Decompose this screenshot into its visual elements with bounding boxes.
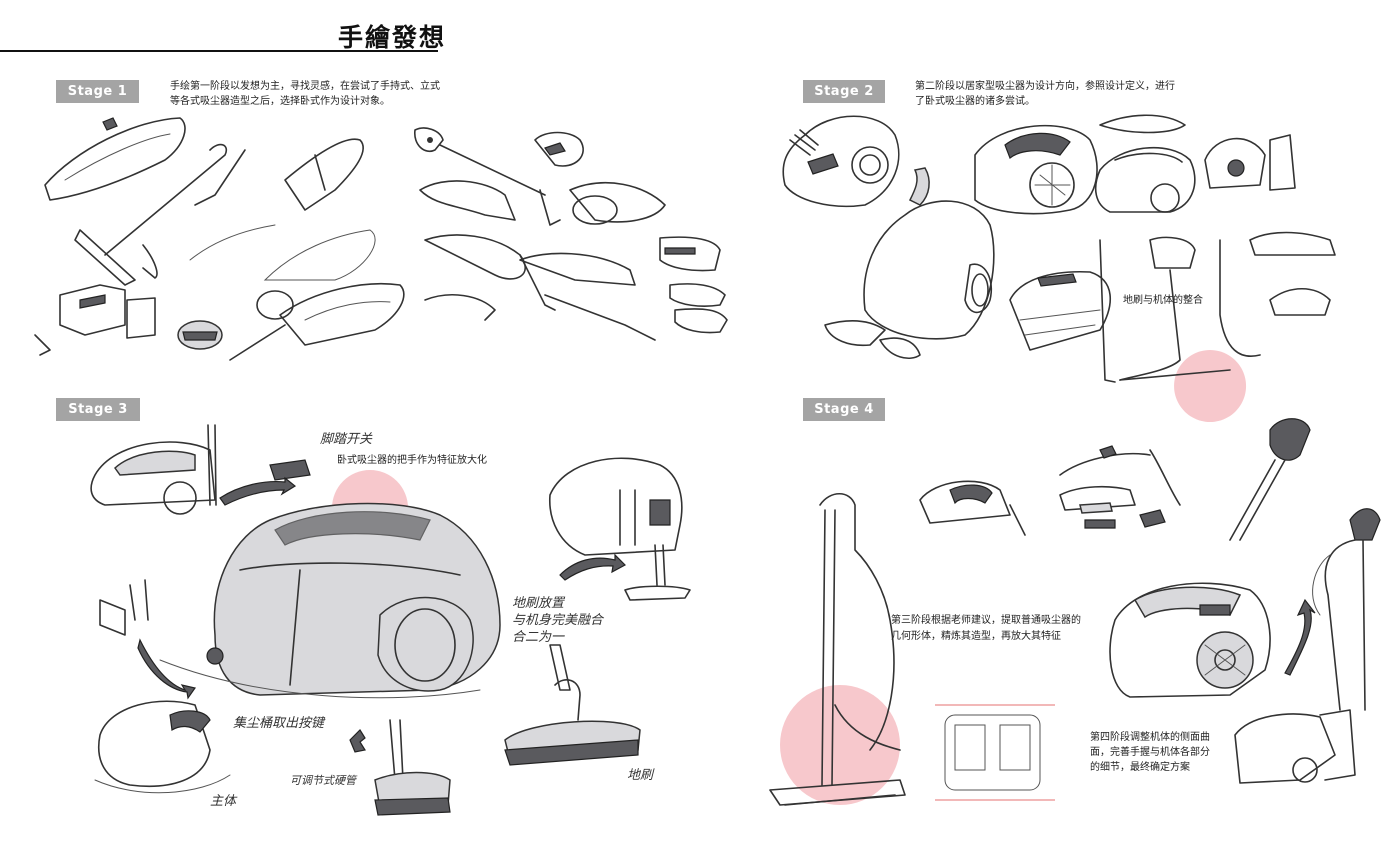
annotation-brush-storage: 地刷放置 与机身完美融合 合二为一	[512, 595, 603, 646]
sketch-stick-vacuum	[74, 143, 246, 286]
annotation-floor-brush-integration: 地刷与机体的整合	[1123, 295, 1203, 306]
arrow-stage-4	[1284, 598, 1316, 676]
sketch-tall-upright-frame	[769, 492, 906, 806]
annotation-cord-button: 集尘桶取出按键	[233, 716, 325, 731]
annotation-handle-feature: 卧式吸尘器的把手作为特征放大化	[337, 455, 487, 466]
sketch-handle-parts	[1059, 445, 1181, 529]
sketch-main-canister	[159, 502, 501, 699]
arrow-stage-3-b	[559, 553, 626, 581]
stage-1-label: Stage 1	[56, 80, 139, 103]
stage-3-sketches	[90, 424, 691, 816]
sketch-handheld-nozzle	[284, 138, 364, 211]
stage-2-sketches	[782, 114, 1336, 422]
stage-1-description-line: 手绘第一阶段以发想为主，寻找灵感，在尝试了手持式、立式	[170, 81, 440, 92]
sketch-compact-vacuum	[974, 124, 1098, 215]
annotation-teacher-advice-line: 几何形体，精炼其造型，再放大其特征	[891, 631, 1061, 642]
sketch-car-like-vacuum	[1094, 114, 1196, 213]
stage-2-label: Stage 2	[803, 80, 885, 103]
stage-4-label: Stage 4	[803, 398, 885, 421]
stage-4-sketches	[769, 418, 1381, 806]
stage-2-description-line: 了卧式吸尘器的诸多尝试。	[915, 96, 1035, 107]
stage-1-description-line: 等各式吸尘器造型之后，选择卧式作为设计对象。	[170, 96, 390, 107]
page-title: 手繪發想	[338, 23, 447, 52]
annotation-teacher-advice: 第三阶段根据老师建议，提取普通吸尘器的 几何形体，精炼其造型，再放大其特征	[891, 613, 1081, 645]
title-rule	[0, 50, 438, 52]
annotation-final-scheme-line: 的细节，最终确定方案	[1090, 762, 1190, 773]
highlight-circle-stage-2	[1174, 350, 1247, 422]
stage-1-sketches	[34, 117, 728, 361]
sketch-final-upright	[1234, 508, 1381, 784]
sketch-pedal-switch	[269, 459, 311, 481]
sketch-technical-drawing	[935, 704, 1055, 801]
sketch-round-body-vacuum	[782, 115, 900, 208]
arrow-stage-3-a	[219, 476, 297, 506]
stage-1-description: 手绘第一阶段以发想为主，寻找灵感，在尝试了手持式、立式 等各式吸尘器造型之后，选…	[170, 79, 470, 109]
sketch-small-forms	[1204, 134, 1336, 316]
sketch-nozzle-set	[419, 180, 728, 341]
sketch-brush-head	[349, 719, 451, 816]
annotation-pedal-switch: 脚踏开关	[320, 432, 373, 447]
sketch-round-part	[177, 290, 294, 350]
annotation-main-body: 主体	[210, 794, 237, 809]
stage-2-description-line: 第二阶段以居家型吸尘器为设计方向，参照设计定义，进行	[915, 81, 1175, 92]
sketch-upright-handle	[414, 127, 584, 226]
annotation-final-scheme: 第四阶段调整机体的侧面曲 面，完善手握与机体各部分 的细节，最终确定方案	[1090, 730, 1210, 775]
stage-2-description: 第二阶段以居家型吸尘器为设计方向，参照设计定义，进行 了卧式吸尘器的诸多尝试。	[915, 79, 1215, 109]
annotation-teacher-advice-line: 第三阶段根据老师建议，提取普通吸尘器的	[891, 615, 1081, 626]
annotation-adjustable-tube: 可调节式硬管	[290, 774, 356, 787]
sketch-body-lid	[94, 700, 231, 794]
sketch-integrated-floor-brush	[1009, 236, 1261, 383]
sketch-floor-brush-tube	[504, 644, 641, 766]
annotation-brush-storage-line: 合二为一	[512, 630, 565, 645]
sketch-final-canister	[1109, 582, 1271, 698]
sketch-box-vacuum	[34, 284, 156, 356]
highlight-circle-stage-4	[780, 685, 900, 805]
sketch-large-canister	[824, 167, 995, 359]
sketch-long-handle	[1229, 418, 1311, 541]
sketch-handheld-large	[229, 282, 405, 361]
sketch-handle-top	[919, 480, 1026, 536]
annotation-final-scheme-line: 面，完善手握与机体各部分	[1090, 747, 1210, 758]
annotation-floor-brush: 地刷	[627, 768, 654, 783]
sketch-upright-dock	[549, 457, 691, 601]
sketch-side-vacuum-small	[90, 424, 217, 515]
stage-3-label: Stage 3	[56, 398, 140, 421]
sketch-handheld-vacuum	[44, 117, 186, 201]
annotation-brush-storage-line: 地刷放置	[512, 596, 565, 611]
sketch-floor-brush-side	[99, 579, 149, 636]
annotation-final-scheme-line: 第四阶段调整机体的侧面曲	[1090, 732, 1210, 743]
arrow-stage-3-c	[137, 638, 197, 700]
annotation-brush-storage-line: 与机身完美融合	[512, 613, 604, 628]
